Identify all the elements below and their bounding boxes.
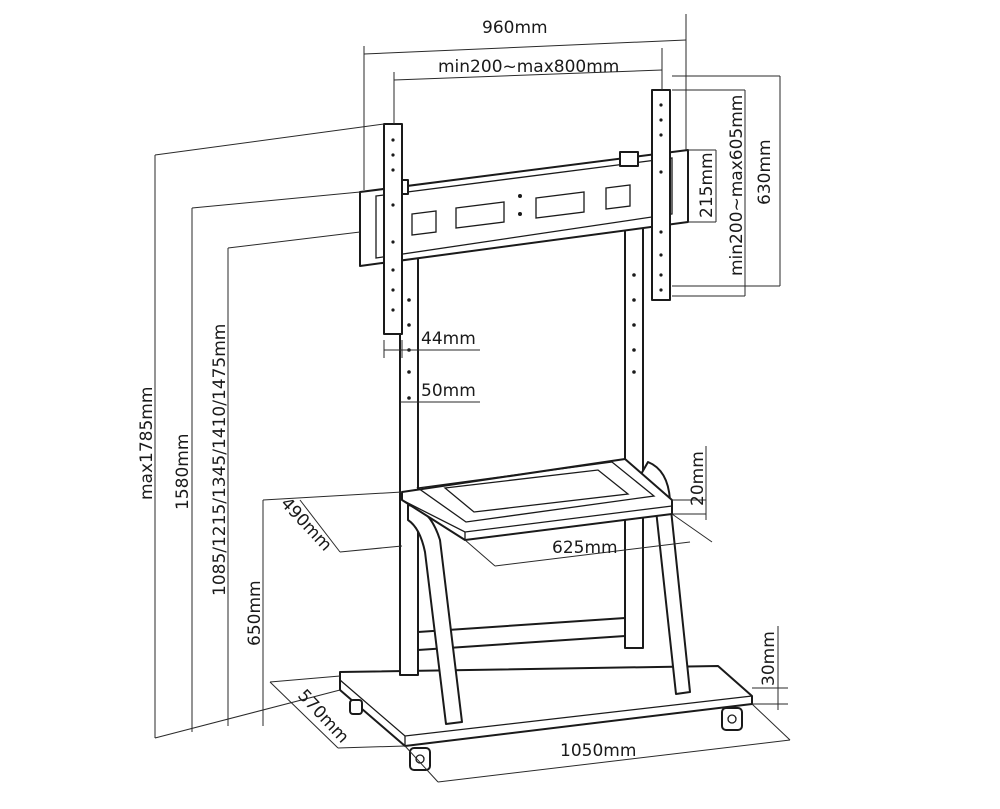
right-column [624,227,644,649]
label-215: 215mm [697,152,717,218]
label-960: 960mm [482,18,548,38]
label-vesa-vertical: min200~max605mm [727,95,747,276]
crossbar [417,617,626,651]
left-column [399,254,419,676]
label-44: 44mm [421,329,476,349]
left-vertical-arm [383,123,403,335]
label-1580: 1580mm [173,434,193,510]
label-490: 490mm [276,494,335,556]
label-570: 570mm [293,686,352,748]
label-50: 50mm [421,381,476,401]
label-max-height: max1785mm [137,387,157,500]
right-vertical-arm [651,89,671,301]
dimension-lines [154,14,791,783]
label-1050: 1050mm [560,741,636,761]
label-height-options: 1085/1215/1345/1410/1475mm [210,324,230,596]
label-30: 30mm [759,631,779,686]
base-plate [339,665,753,747]
label-650: 650mm [245,580,265,646]
label-20: 20mm [688,451,708,506]
label-630: 630mm [755,139,775,205]
label-vesa-horizontal: min200~max800mm [438,57,619,77]
label-625: 625mm [552,538,618,558]
